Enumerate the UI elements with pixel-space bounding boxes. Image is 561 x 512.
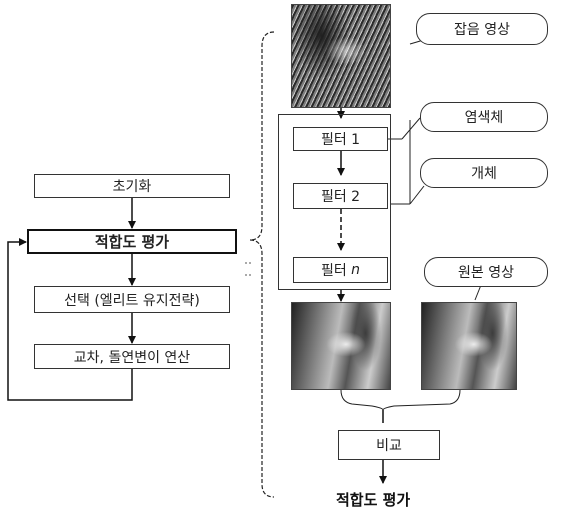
- filtern-variable: n: [351, 262, 360, 278]
- select-label: 선택 (엘리트 유지전략): [64, 290, 200, 310]
- result-fitness-label: 적합도 평가: [336, 489, 410, 510]
- init-box: 초기화: [34, 174, 230, 198]
- fitness-box: 적합도 평가: [27, 229, 237, 254]
- compare-label: 비교: [376, 435, 402, 455]
- compare-box: 비교: [338, 430, 440, 460]
- callout-individual-label: 개체: [471, 163, 497, 183]
- callout-chromosome-label: 염색체: [465, 107, 504, 127]
- select-box: 선택 (엘리트 유지전략): [34, 286, 230, 313]
- fitness-label: 적합도 평가: [95, 231, 169, 252]
- filter2-box: 필터 2: [293, 183, 388, 209]
- noisy-image: [291, 4, 391, 108]
- crossover-box: 교차, 돌연변이 연산: [34, 344, 230, 369]
- join-right: [383, 390, 460, 410]
- original-leader: [475, 285, 481, 300]
- callout-original-image: 원본 영상: [424, 257, 548, 287]
- loop-back-arrow: [8, 242, 132, 400]
- filter1-label: 필터 1: [321, 129, 360, 149]
- filtern-prefix: 필터: [321, 260, 347, 280]
- chromosome-leader: [402, 118, 420, 139]
- callout-chromosome: 염색체: [420, 102, 548, 132]
- filter2-label: 필터 2: [321, 186, 360, 206]
- individual-leader: [410, 186, 424, 204]
- filtern-box: 필터 n: [293, 257, 388, 283]
- curly-brace: [250, 32, 274, 497]
- callout-noisy-image: 잡음 영상: [416, 13, 548, 45]
- init-label: 초기화: [113, 176, 152, 196]
- callout-original-label: 원본 영상: [458, 262, 514, 282]
- callout-noisy-label: 잡음 영상: [454, 19, 510, 39]
- original-image: [421, 302, 517, 390]
- join-left: [341, 390, 383, 410]
- callout-individual: 개체: [420, 158, 548, 188]
- filter1-box: 필터 1: [293, 127, 388, 151]
- crossover-label: 교차, 돌연변이 연산: [74, 347, 190, 367]
- filtered-image: [291, 302, 391, 390]
